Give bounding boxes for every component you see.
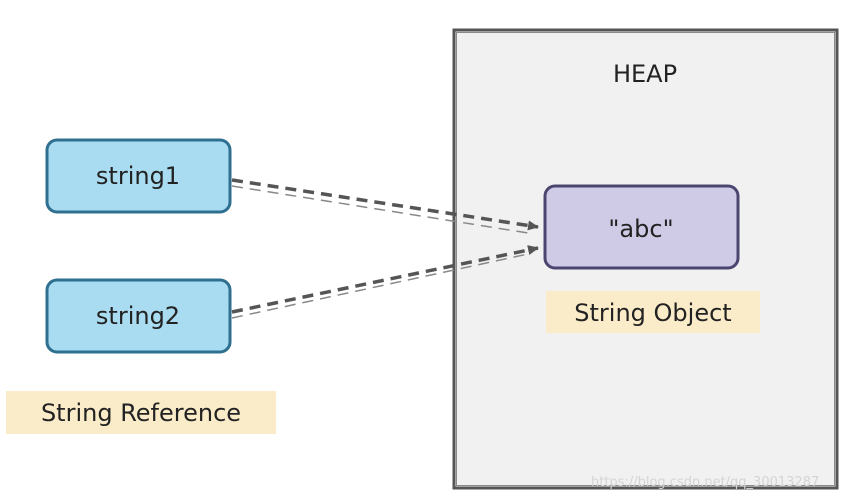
reference-label: string1 <box>96 162 180 190</box>
reference-node-string1: string1 <box>45 138 232 214</box>
heap-object-caption-group: String Object <box>546 291 760 333</box>
reference-label: string2 <box>96 302 180 330</box>
reference-arrow-string1-shadow <box>231 185 529 234</box>
heap-title: HEAP <box>613 60 677 88</box>
reference-arrow-string2 <box>231 245 539 314</box>
reference-caption: String Reference <box>41 399 241 427</box>
reference-arrow-string2-shadow <box>231 253 529 319</box>
heap-box-sketch-line <box>456 32 835 486</box>
reference-node-string2: string2 <box>45 278 232 354</box>
reference-box <box>45 278 232 354</box>
watermark-text: https://blog.csdn.net/qq_30013287 <box>591 475 819 490</box>
reference-arrow-string1 <box>231 178 539 231</box>
reference-caption-group: String Reference <box>6 391 276 434</box>
heap-object-value: "abc" <box>608 215 673 243</box>
reference-box <box>45 138 232 214</box>
heap-object-caption-background <box>546 291 760 333</box>
reference-caption-background <box>6 391 276 434</box>
heap-object-node: "abc" <box>543 184 740 270</box>
heap-object-caption: String Object <box>574 299 731 327</box>
heap-object-box <box>543 184 740 270</box>
